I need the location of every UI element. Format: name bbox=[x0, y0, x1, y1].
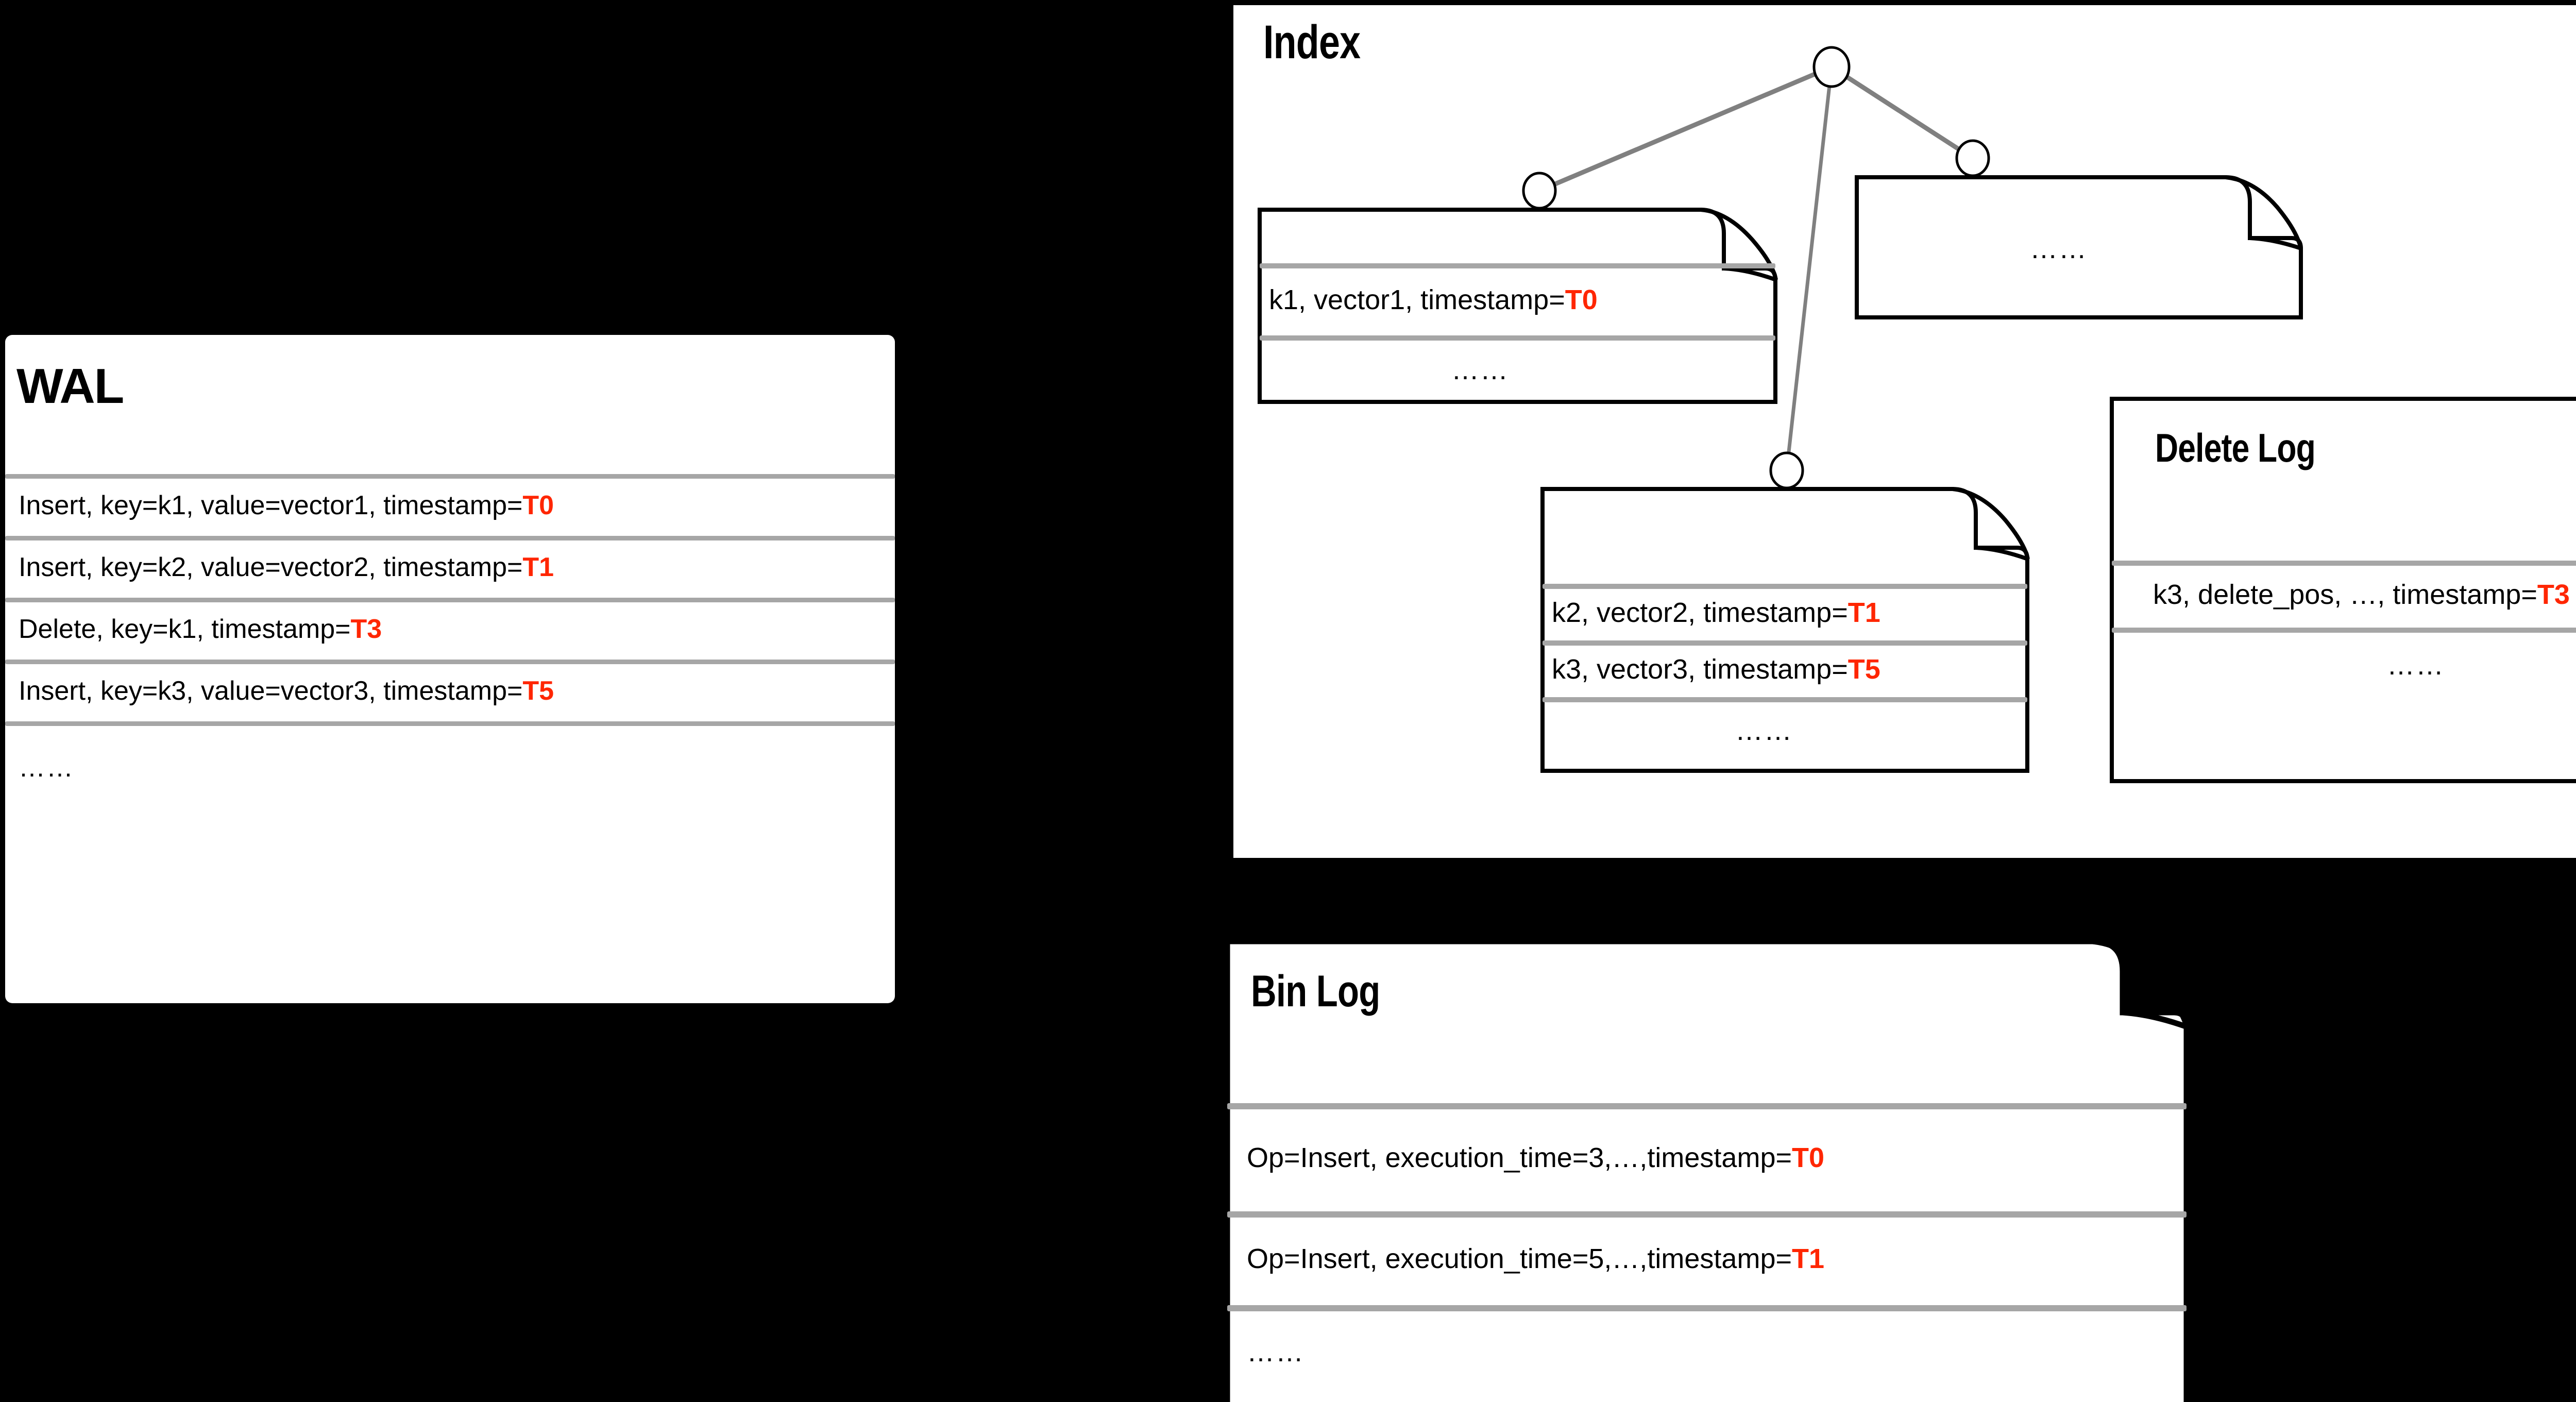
index-leaf-ellipsis: …… bbox=[1735, 715, 1793, 746]
index-leaf-ellipsis: …… bbox=[1451, 354, 1509, 385]
index-entry-timestamp: T0 bbox=[1565, 284, 1598, 315]
wal-entry-row: Insert, key=k1, value=vector1, timestamp… bbox=[19, 475, 554, 536]
bin-log-card: Bin Log Op=Insert, execution_time=3,…,ti… bbox=[1224, 938, 2237, 1402]
card-separator bbox=[2112, 561, 2576, 566]
card-separator bbox=[1227, 1103, 2187, 1109]
wal-entry-timestamp: T0 bbox=[522, 491, 554, 520]
card-separator bbox=[1260, 263, 1775, 268]
card-separator bbox=[1543, 640, 2027, 646]
wal-entry-text: Delete, key=k1, timestamp= bbox=[19, 614, 351, 644]
index-entry-timestamp: T1 bbox=[1848, 597, 1880, 628]
wal-ellipsis: …… bbox=[19, 753, 74, 783]
card-separator bbox=[1260, 335, 1775, 341]
index-entry-text: k3, vector3, timestamp= bbox=[1552, 654, 1848, 685]
bin-log-title: Bin Log bbox=[1251, 967, 1380, 1016]
wal-panel: WAL Insert, key=k1, value=vector1, times… bbox=[5, 335, 895, 1003]
card-separator bbox=[2112, 628, 2576, 633]
delete-log-card: Delete Log k3, delete_pos, …, timestamp=… bbox=[2110, 397, 2576, 783]
delete-log-entry-text: k3, delete_pos, …, timestamp= bbox=[2153, 579, 2537, 610]
delete-log-title: Delete Log bbox=[2155, 425, 2316, 470]
index-entry-row: k2, vector2, timestamp=T1 bbox=[1552, 585, 1880, 640]
delete-log-entry-timestamp: T3 bbox=[2537, 579, 2570, 610]
wal-entry-row: Delete, key=k1, timestamp=T3 bbox=[19, 599, 382, 660]
delete-log-entry-row: k3, delete_pos, …, timestamp=T3 bbox=[2153, 562, 2570, 628]
wal-entry-text: Insert, key=k1, value=vector1, timestamp… bbox=[19, 491, 523, 520]
delete-log-ellipsis: …… bbox=[2387, 650, 2445, 681]
bin-log-entry-timestamp: T0 bbox=[1792, 1142, 1825, 1173]
wal-separator bbox=[5, 474, 895, 479]
wal-entry-timestamp: T5 bbox=[522, 676, 554, 706]
bin-log-entry-timestamp: T1 bbox=[1792, 1243, 1825, 1274]
wal-entry-text: Insert, key=k3, value=vector3, timestamp… bbox=[19, 676, 523, 706]
wal-entry-timestamp: T1 bbox=[522, 552, 554, 582]
index-leaf-card-more: …… bbox=[1855, 175, 2307, 319]
wal-separator bbox=[5, 598, 895, 602]
card-separator bbox=[1227, 1211, 2187, 1218]
index-entry-row: k1, vector1, timestamp=T0 bbox=[1269, 264, 1598, 335]
wal-separator bbox=[5, 660, 895, 664]
bin-log-ellipsis: …… bbox=[1247, 1337, 1304, 1367]
card-shape bbox=[1224, 938, 2190, 1402]
index-leaf-ellipsis: …… bbox=[2030, 233, 2088, 264]
card-shape bbox=[1855, 175, 2303, 319]
index-leaf-card-k1: k1, vector1, timestamp=T0 …… bbox=[1258, 208, 1778, 404]
index-entry-text: k2, vector2, timestamp= bbox=[1552, 597, 1848, 628]
index-title: Index bbox=[1263, 16, 1361, 69]
wal-entry-row: Insert, key=k3, value=vector3, timestamp… bbox=[19, 661, 554, 721]
index-entry-timestamp: T5 bbox=[1848, 654, 1880, 685]
index-entry-text: k1, vector1, timestamp= bbox=[1269, 284, 1565, 315]
wal-entry-row: Insert, key=k2, value=vector2, timestamp… bbox=[19, 537, 554, 598]
bin-log-entry-text: Op=Insert, execution_time=3,…,timestamp= bbox=[1247, 1142, 1792, 1173]
index-entry-row: k3, vector3, timestamp=T5 bbox=[1552, 641, 1880, 697]
card-separator bbox=[1543, 697, 2027, 702]
card-shape bbox=[1258, 208, 1778, 404]
wal-separator bbox=[5, 536, 895, 540]
bin-log-entry-row: Op=Insert, execution_time=5,…,timestamp=… bbox=[1247, 1212, 1824, 1305]
bin-log-entry-row: Op=Insert, execution_time=3,…,timestamp=… bbox=[1247, 1104, 1824, 1211]
wal-entry-timestamp: T3 bbox=[350, 614, 382, 644]
card-shape bbox=[2110, 397, 2576, 783]
card-separator bbox=[1543, 584, 2027, 589]
wal-title: WAL bbox=[16, 359, 124, 414]
wal-separator bbox=[5, 721, 895, 726]
wal-entry-text: Insert, key=k2, value=vector2, timestamp… bbox=[19, 552, 523, 582]
bin-log-entry-text: Op=Insert, execution_time=5,…,timestamp= bbox=[1247, 1243, 1792, 1274]
card-separator bbox=[1227, 1305, 2187, 1311]
index-leaf-card-k2k3: k2, vector2, timestamp=T1 k3, vector3, t… bbox=[1540, 487, 2053, 773]
